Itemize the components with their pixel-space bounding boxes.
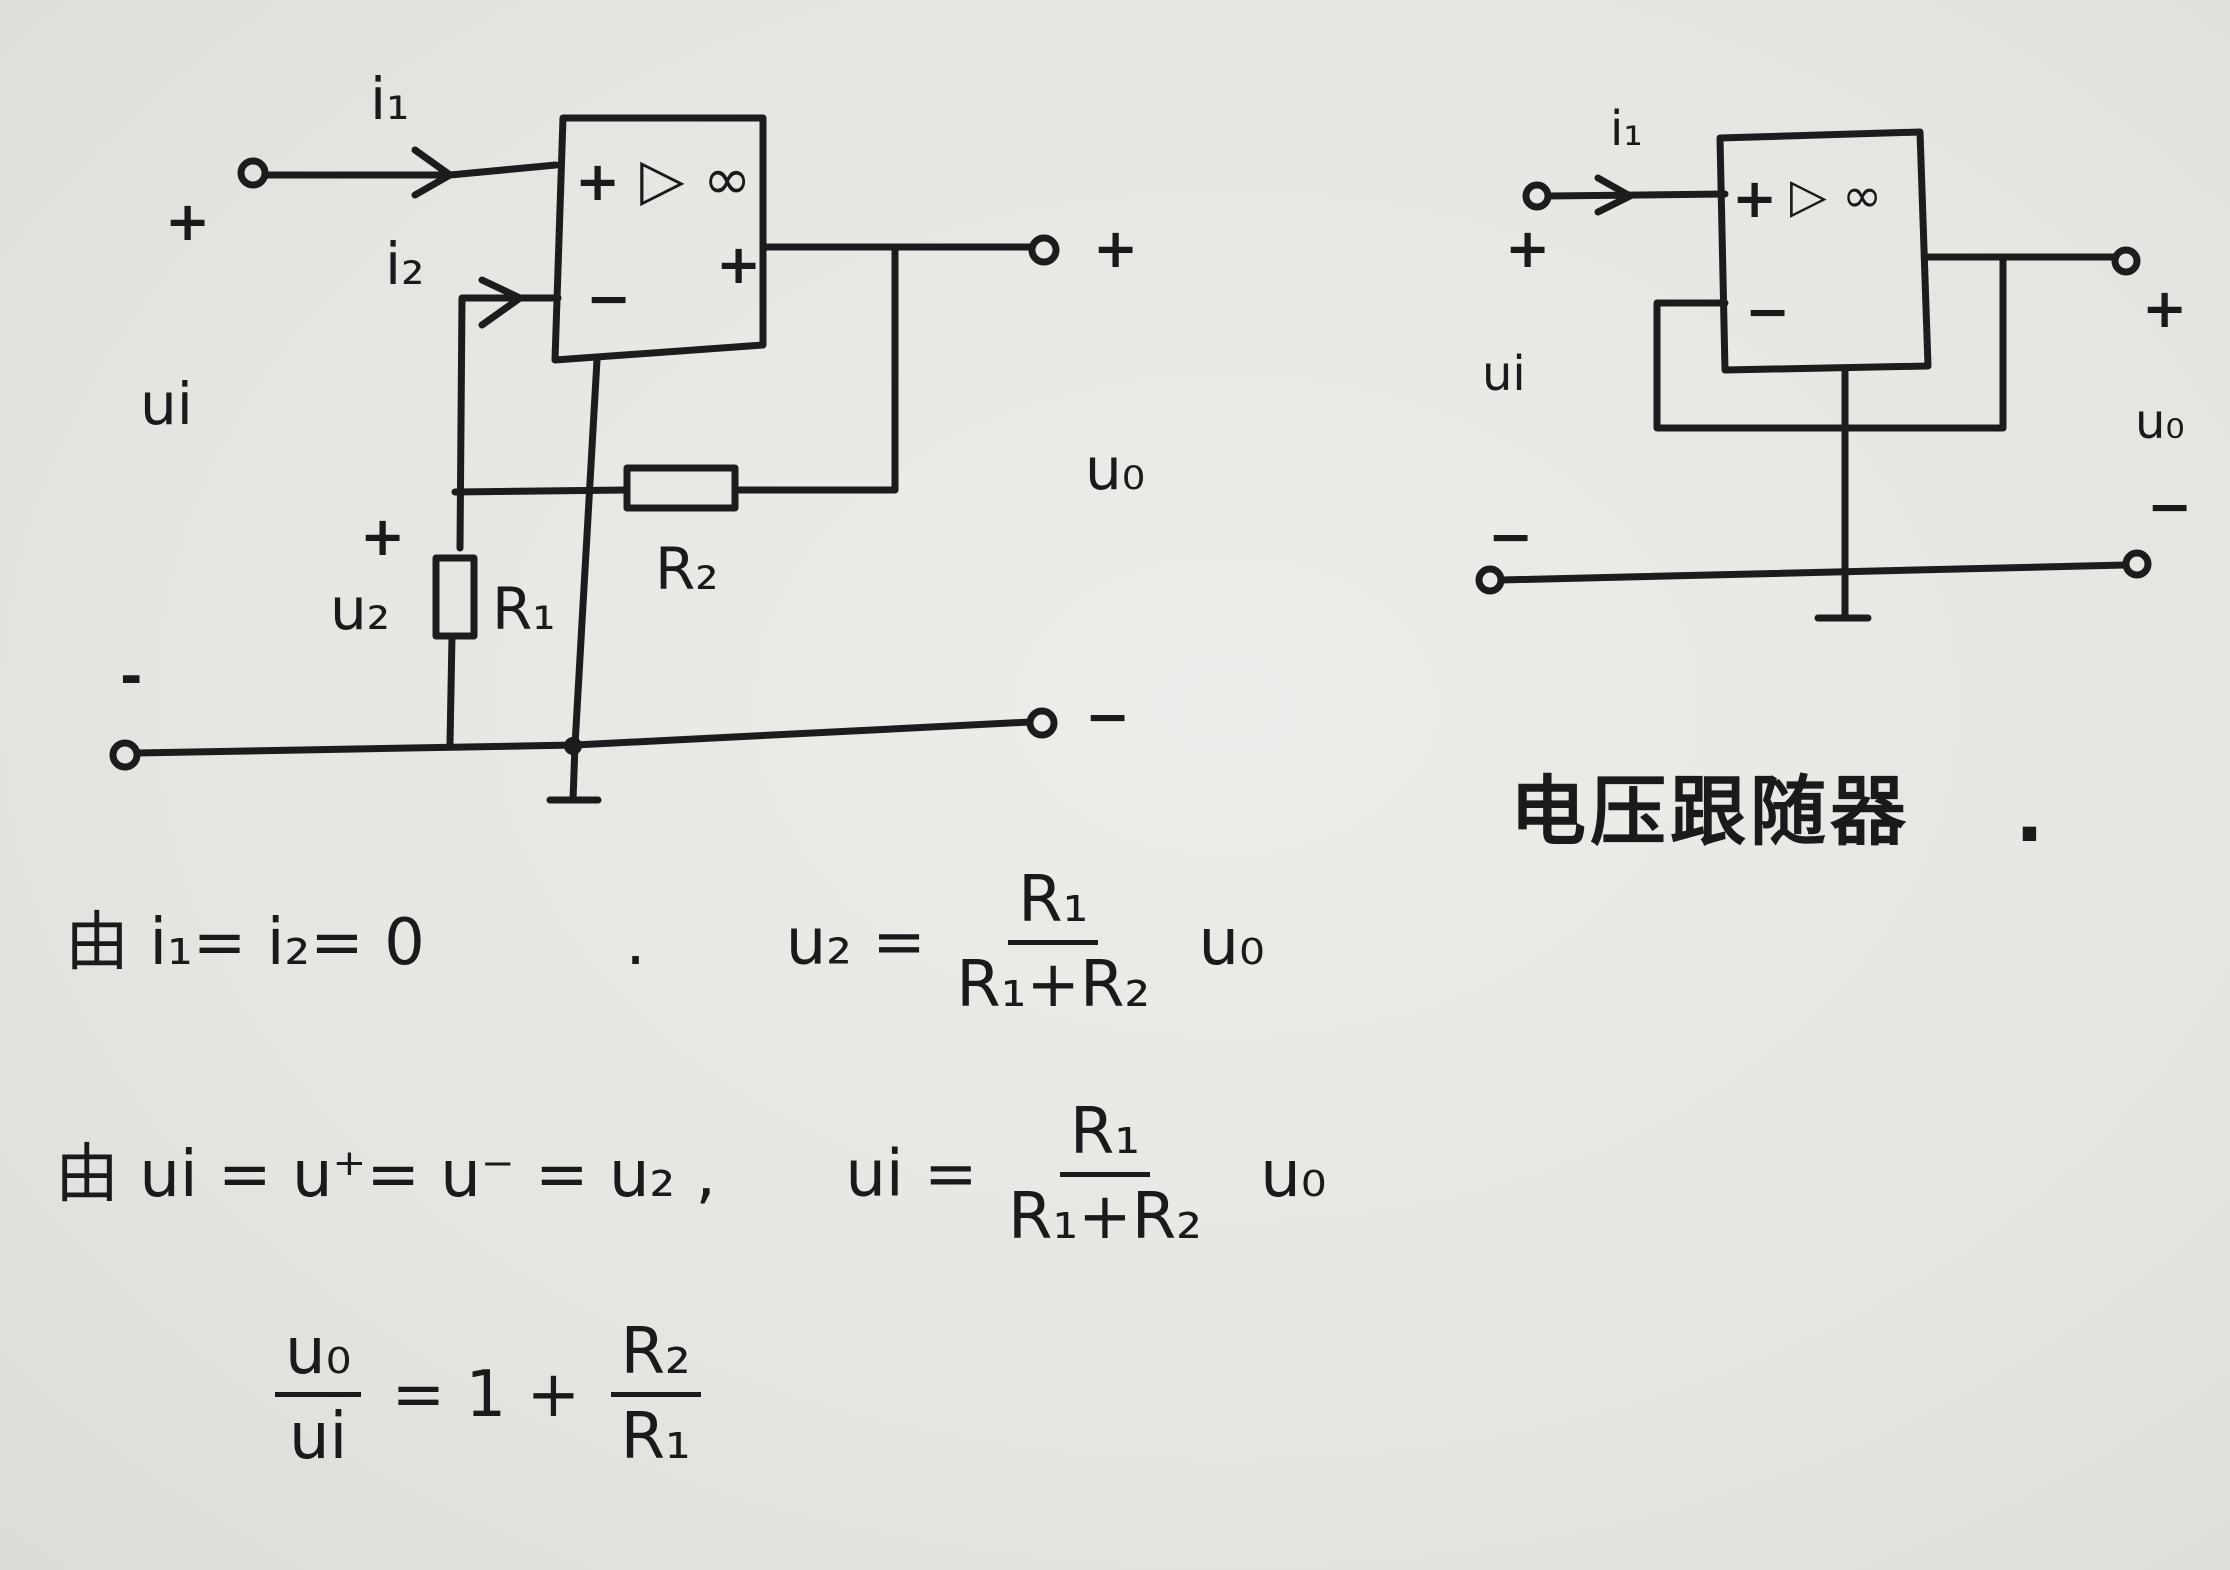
rc-output-minus-terminal: [2122, 549, 2152, 579]
rc-uo-label: u₀: [2135, 394, 2185, 450]
eq1-numerator: R₁: [1008, 868, 1099, 945]
r1-bottom-wire: [446, 632, 456, 747]
r2-resistor: [623, 464, 739, 512]
eq2-tail: u₀: [1260, 1137, 1327, 1212]
non-inverting-amplifier-circuit: [109, 114, 1060, 804]
eq2-numerator: R₁: [1059, 1100, 1150, 1177]
rc-output-minus-sign: −: [2147, 475, 2193, 538]
equation-line-2: 由 ui = u⁺= u⁻ = u₂ , ui = R₁ R₁+R₂ u₀: [55, 1100, 1326, 1249]
rc-ui-label: ui: [1482, 346, 1526, 402]
r2-label: R₂: [655, 535, 719, 603]
i1-arrow-icon: [411, 146, 454, 199]
eq3-lhs-fraction: u₀ ui: [275, 1320, 362, 1474]
eq1-fraction: R₁ R₁+R₂: [946, 868, 1160, 1017]
output-minus-sign: −: [1085, 685, 1131, 748]
rc-input-plus-sign: +: [1505, 217, 1551, 280]
output-minus-terminal: [1026, 707, 1058, 739]
i2-label: i₂: [385, 230, 425, 298]
common-bus-wire: [133, 718, 1034, 757]
eq1-lhs: u₂ =: [785, 905, 926, 980]
input-minus-terminal: [109, 739, 141, 771]
rc-opamp-minus-label: −: [1745, 280, 1791, 343]
rc-common-bus-wire: [1497, 561, 2129, 584]
input-minus-sign: -: [120, 645, 143, 708]
eq2-lhs: ui =: [845, 1137, 978, 1212]
eq3-numerator: u₀: [275, 1320, 362, 1397]
r1-resistor: [432, 554, 478, 640]
eq1-separator: .: [625, 905, 646, 980]
rc-feedback-wire: [1653, 253, 2007, 432]
rc-output-plus-sign: +: [2142, 277, 2188, 340]
eq3-denominator: ui: [288, 1400, 348, 1474]
i1-label: i₁: [370, 65, 410, 133]
u2-plus-sign: +: [360, 505, 406, 568]
eq1-tail: u₀: [1198, 905, 1265, 980]
rc-input-minus-sign: −: [1488, 505, 1534, 568]
equation-line-3: u₀ ui = 1 + R₂ R₁: [275, 1320, 701, 1469]
voltage-follower-caption: 电压跟随器: [1510, 767, 1910, 856]
rc-input-wire: [1544, 190, 1729, 200]
rc-output-plus-terminal: [2111, 246, 2141, 276]
u2-label: u₂: [330, 575, 391, 643]
rc-i1-arrow-icon: [1594, 174, 1634, 216]
input-plus-terminal: [237, 157, 269, 189]
i2-arrow-icon: [478, 276, 524, 329]
eq3-rhs-numerator: R₂: [610, 1320, 701, 1397]
output-plus-sign: +: [1093, 217, 1139, 280]
opamp-out-sign-label: +: [716, 233, 762, 296]
input-plus-sign: +: [165, 190, 211, 253]
opamp-symbol-label: ▷ ∞: [640, 145, 752, 213]
opamp-ground-wire: [569, 356, 601, 804]
eq2-denominator: R₁+R₂: [1008, 1180, 1202, 1254]
eq3-rhs-fraction: R₂ R₁: [610, 1320, 701, 1474]
opamp-box: [551, 114, 767, 364]
rc-opamp-symbol-label: ▷ ∞: [1790, 168, 1883, 224]
caption-dot: .: [2015, 770, 2048, 859]
input-wire: [261, 161, 560, 179]
eq2-condition: 由 ui = u⁺= u⁻ = u₂ ,: [55, 1137, 716, 1212]
eq1-condition: 由 i₁= i₂= 0: [65, 905, 425, 980]
rc-opamp-box: [1716, 128, 1932, 374]
ui-label: ui: [140, 370, 193, 438]
opamp-minus-label: −: [586, 267, 632, 330]
feedback-wire: [731, 243, 899, 494]
uo-label: u₀: [1085, 435, 1146, 503]
output-plus-terminal: [1028, 234, 1060, 266]
ground-node-dot: [564, 737, 582, 755]
inverting-node-wire: [451, 486, 631, 496]
eq3-rhs-denominator: R₁: [620, 1400, 691, 1474]
equation-line-1: 由 i₁= i₂= 0 . u₂ = R₁ R₁+R₂ u₀: [65, 868, 1265, 1017]
rc-opamp-plus-label: +: [1732, 167, 1778, 230]
opamp-plus-label: +: [575, 150, 621, 213]
eq3-middle: = 1 +: [391, 1357, 581, 1432]
inverting-input-wire: [456, 294, 562, 552]
r1-label: R₁: [492, 575, 556, 643]
voltage-follower-circuit: [1475, 128, 2152, 622]
rc-i1-label: i₁: [1610, 101, 1643, 157]
eq1-denominator: R₁+R₂: [956, 948, 1151, 1022]
eq2-fraction: R₁ R₁+R₂: [998, 1100, 1212, 1249]
